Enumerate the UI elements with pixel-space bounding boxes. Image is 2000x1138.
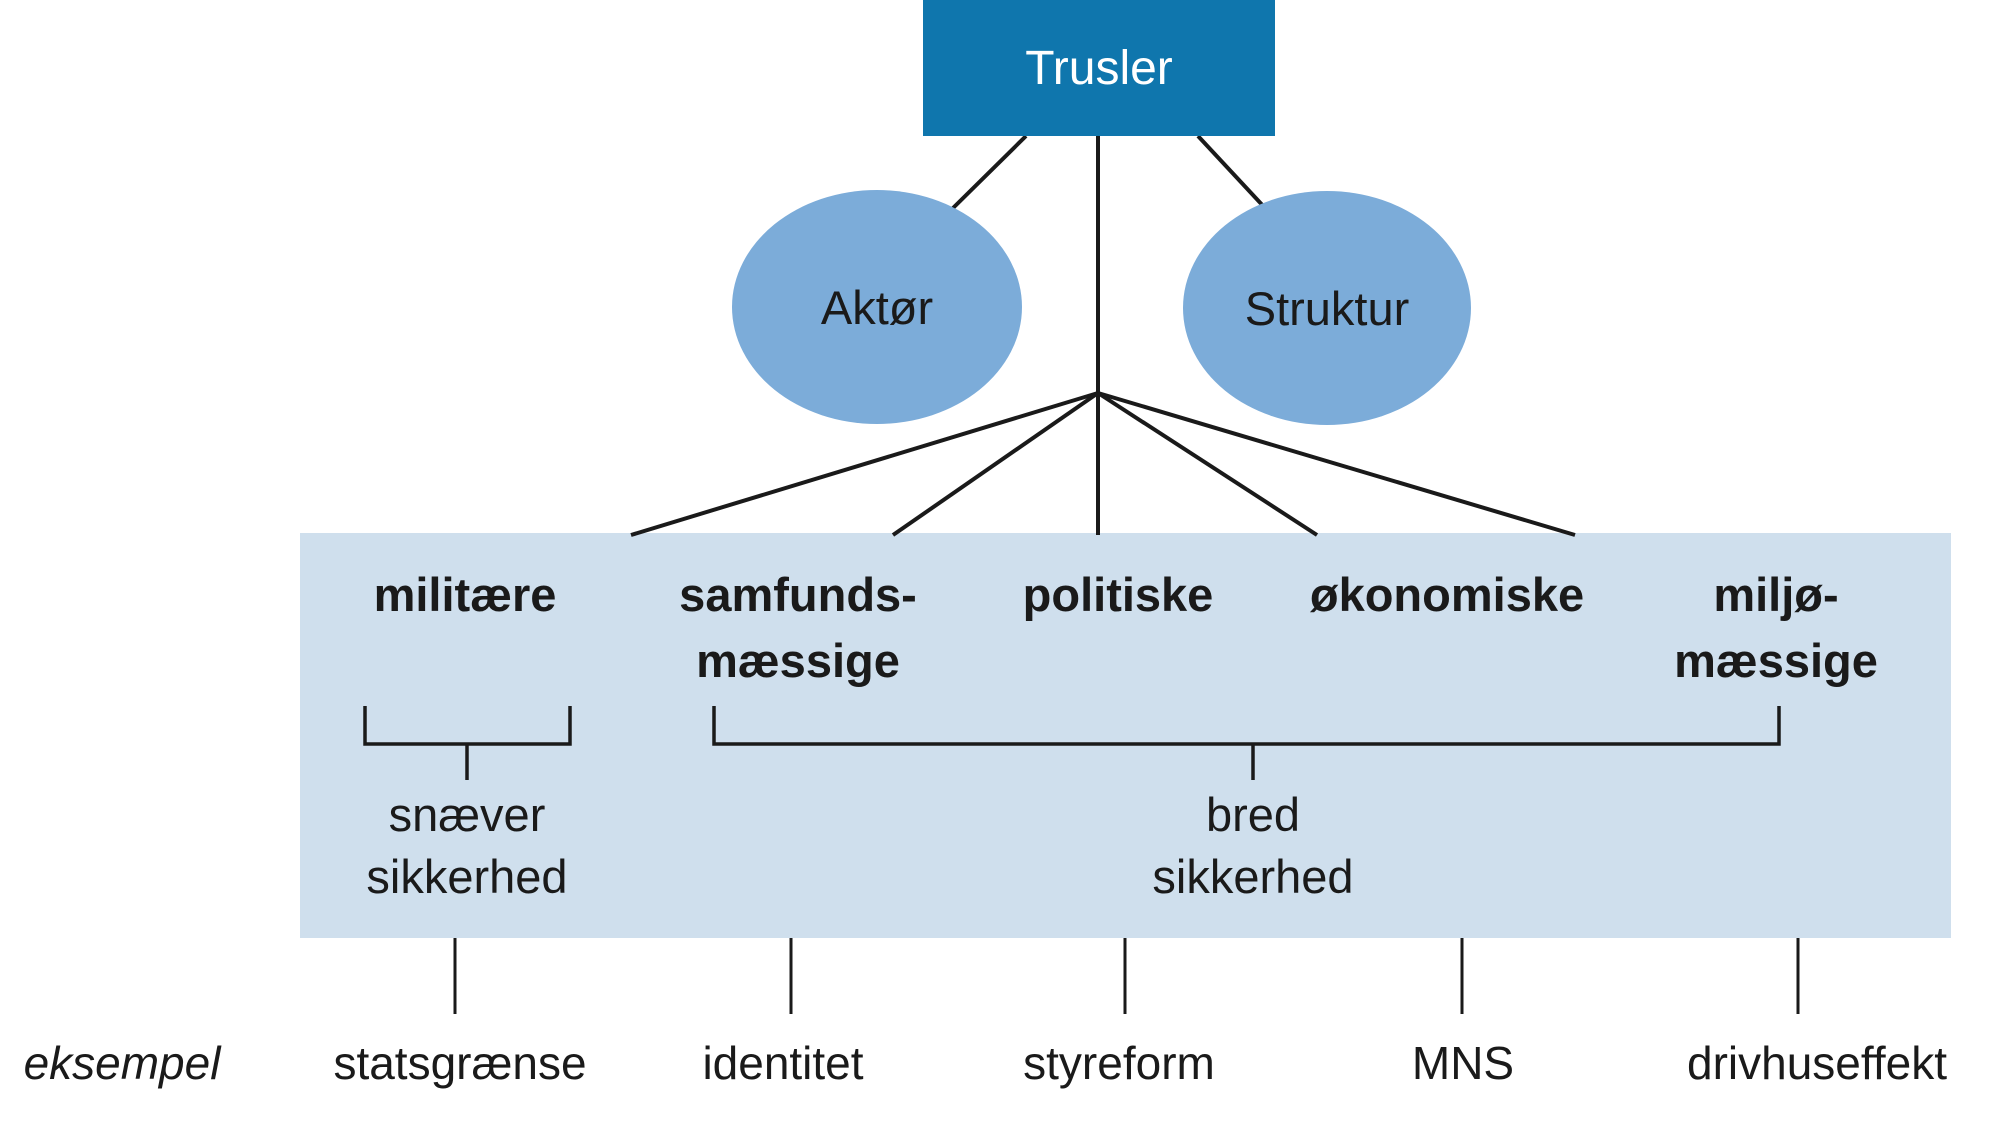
- root-label: Trusler: [1025, 41, 1173, 95]
- category-band: [300, 533, 1951, 938]
- fan-line-societal: [891, 391, 1100, 537]
- example-row-caption: eksempel: [23, 1037, 221, 1089]
- bracket-narrow-security: [363, 706, 572, 746]
- category-label-societal: samfunds- mæssige: [679, 568, 917, 687]
- actor-label: Aktør: [820, 280, 934, 334]
- structure-ellipse: Struktur: [1183, 191, 1471, 425]
- bracket-broad-security: [712, 706, 1781, 746]
- category-label-political: politiske: [1022, 568, 1214, 621]
- example-label-economic: MNS: [1411, 1037, 1515, 1089]
- example-label-military: statsgrænse: [333, 1037, 587, 1089]
- connector-root-actor: [948, 134, 1028, 213]
- example-label-societal: identitet: [702, 1037, 864, 1089]
- example-label-environmental: drivhuseffekt: [1687, 1037, 1947, 1089]
- fan-line-military: [630, 391, 1099, 537]
- actor-ellipse: Aktør: [732, 190, 1022, 424]
- connector-root-structure: [1196, 134, 1268, 211]
- category-label-military: militære: [373, 568, 557, 621]
- fan-line-environmental: [1097, 391, 1576, 537]
- category-label-economic: økonomiske: [1309, 568, 1585, 621]
- example-label-political: styreform: [1023, 1037, 1215, 1089]
- fan-line-economic: [1096, 391, 1319, 537]
- category-label-environmental: miljø- mæssige: [1674, 568, 1878, 687]
- broad-security-label: bred sikkerhed: [1152, 788, 1354, 903]
- root-node-threats: Trusler: [923, 0, 1275, 136]
- narrow-security-label: snæver sikkerhed: [366, 788, 568, 903]
- structure-label: Struktur: [1244, 281, 1410, 335]
